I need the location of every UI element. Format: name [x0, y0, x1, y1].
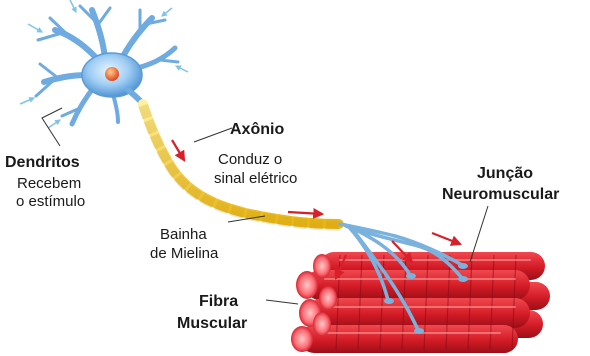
junction-label-line2: Neuromuscular: [442, 186, 559, 203]
axon-desc-line2: sinal elétrico: [214, 170, 297, 187]
junction-label-line1: Junção: [477, 165, 533, 182]
axon-desc-line1: Conduz o: [218, 151, 282, 168]
myelin-label-line2: de Mielina: [150, 245, 218, 262]
dendrites-label: Dendritos: [5, 154, 80, 171]
axon-label: Axônio: [230, 121, 284, 138]
myelin-label-line1: Bainha: [160, 226, 207, 243]
dendrites-desc-line2: o estímulo: [16, 193, 85, 210]
dendrites-desc-line1: Recebem: [17, 175, 81, 192]
fiber-label-line2: Muscular: [177, 315, 247, 332]
nucleus: [105, 67, 119, 81]
muscle-fiber: [291, 252, 550, 353]
fiber-label-line1: Fibra: [199, 293, 238, 310]
